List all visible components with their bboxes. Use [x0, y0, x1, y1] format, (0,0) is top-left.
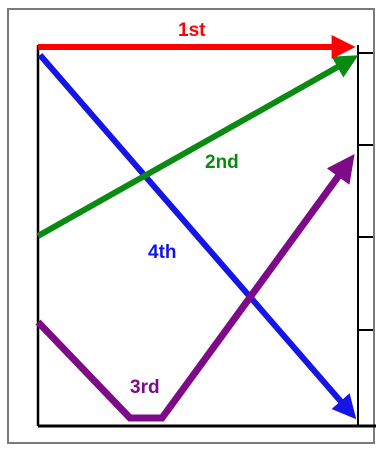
- label-3rd: 3rd: [130, 377, 160, 398]
- label-1st: 1st: [178, 20, 206, 41]
- line-3rd: [35, 153, 355, 422]
- line-2nd: [36, 55, 359, 239]
- label-4th: 4th: [148, 242, 177, 263]
- line-4th: [37, 53, 357, 420]
- label-2nd: 2nd: [205, 152, 239, 173]
